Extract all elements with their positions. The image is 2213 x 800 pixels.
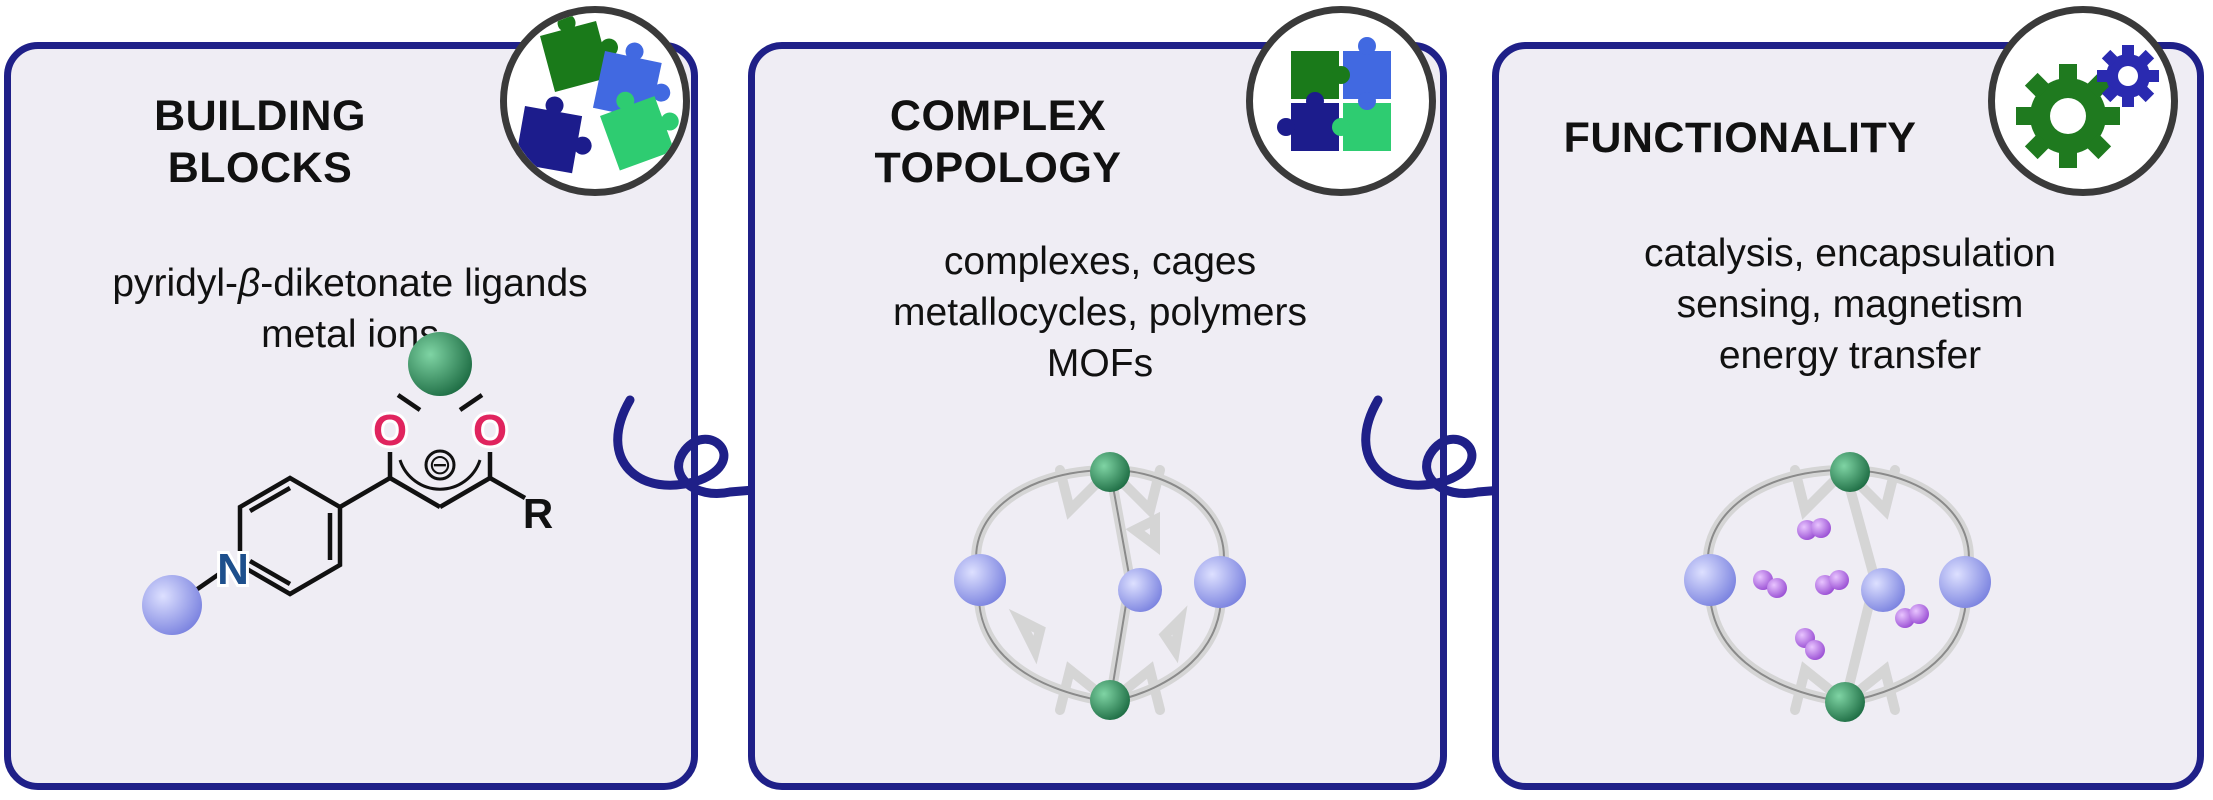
metal-ion-blue xyxy=(954,554,1006,606)
functionality-title: FUNCTIONALITY xyxy=(1563,114,1917,162)
subtitle-text: pyridyl- xyxy=(112,262,238,305)
metal-ion-blue xyxy=(1861,568,1905,612)
building-blocks-title: BUILDING BLOCKS xyxy=(154,92,366,192)
r-group-label: R xyxy=(523,490,553,537)
metal-ion-green xyxy=(1090,452,1130,492)
metal-ion-green xyxy=(1090,680,1130,720)
nitrogen-label: N xyxy=(217,545,249,594)
complex-topology-title: COMPLEX TOPOLOGY xyxy=(874,92,1122,192)
oxygen-label: O xyxy=(473,406,507,455)
metal-ion-blue xyxy=(142,575,202,635)
metal-ion-green xyxy=(1825,682,1865,722)
metal-ion-green xyxy=(408,332,472,396)
metal-ion-blue xyxy=(1194,556,1246,608)
charge-circle xyxy=(424,449,456,481)
assembled-puzzle-icon xyxy=(1246,6,1436,196)
functionality-subtitle: catalysis, encapsulation sensing, magnet… xyxy=(1644,232,2056,377)
ligand-structure: ⊖ O O N R xyxy=(142,332,553,635)
cage-structure xyxy=(954,452,1246,720)
oxygen-label: O xyxy=(373,406,407,455)
metal-ion-green xyxy=(1830,452,1870,492)
beta-symbol: β xyxy=(238,262,261,305)
guest-molecules xyxy=(1753,518,1929,660)
subtitle-text: -diketonate ligands xyxy=(260,262,588,305)
cage-with-guests xyxy=(1684,452,1991,722)
gears-icon xyxy=(1988,6,2178,196)
metal-ion-blue xyxy=(1939,556,1991,608)
complex-topology-subtitle: complexes, cages metallocycles, polymers… xyxy=(893,240,1307,385)
charge-label: ⊖ xyxy=(428,448,451,481)
metal-ion-blue xyxy=(1684,554,1736,606)
metal-ion-blue xyxy=(1118,568,1162,612)
puzzle-pieces-icon xyxy=(500,6,690,196)
